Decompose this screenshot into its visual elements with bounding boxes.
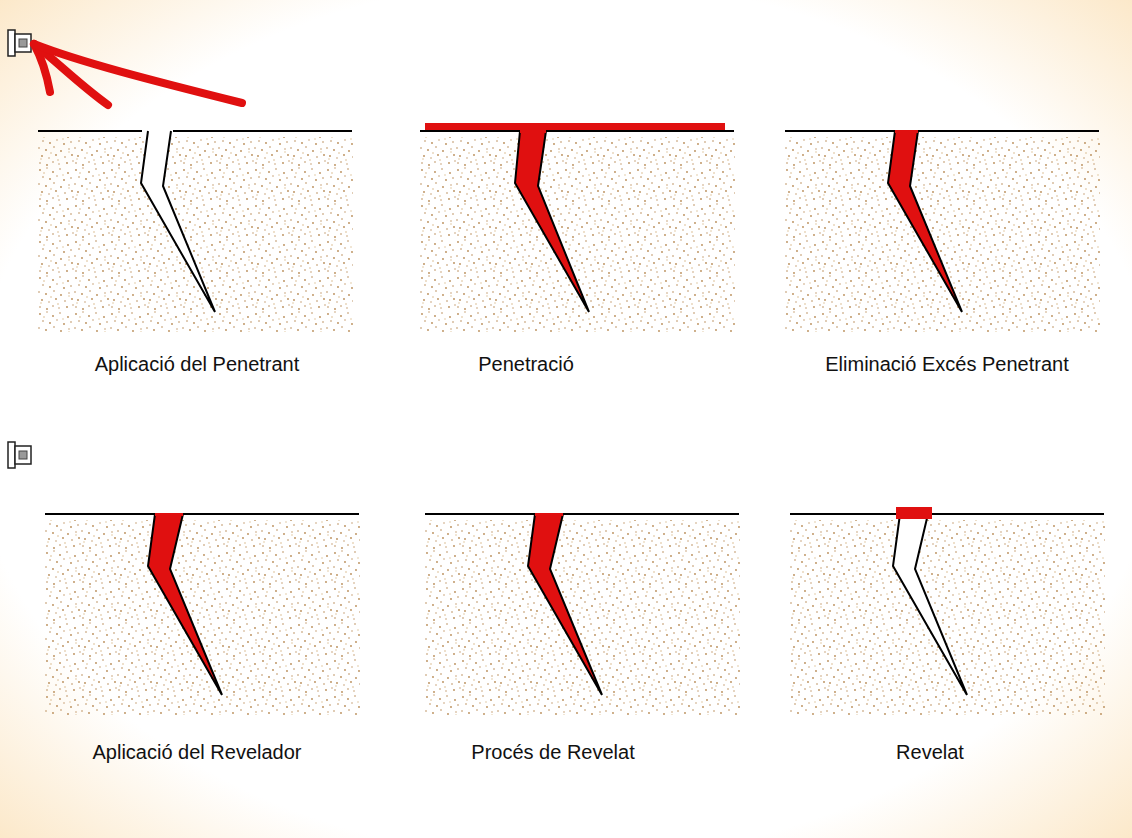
step-caption: Eliminació Excés Penetrant — [825, 352, 1068, 376]
step-caption: Penetració — [478, 352, 574, 376]
step-caption: Procés de Revelat — [471, 740, 634, 764]
step-caption: Aplicació del Revelador — [92, 740, 301, 764]
step-caption: Aplicació del Penetrant — [95, 352, 300, 376]
step-caption: Revelat — [896, 740, 964, 764]
